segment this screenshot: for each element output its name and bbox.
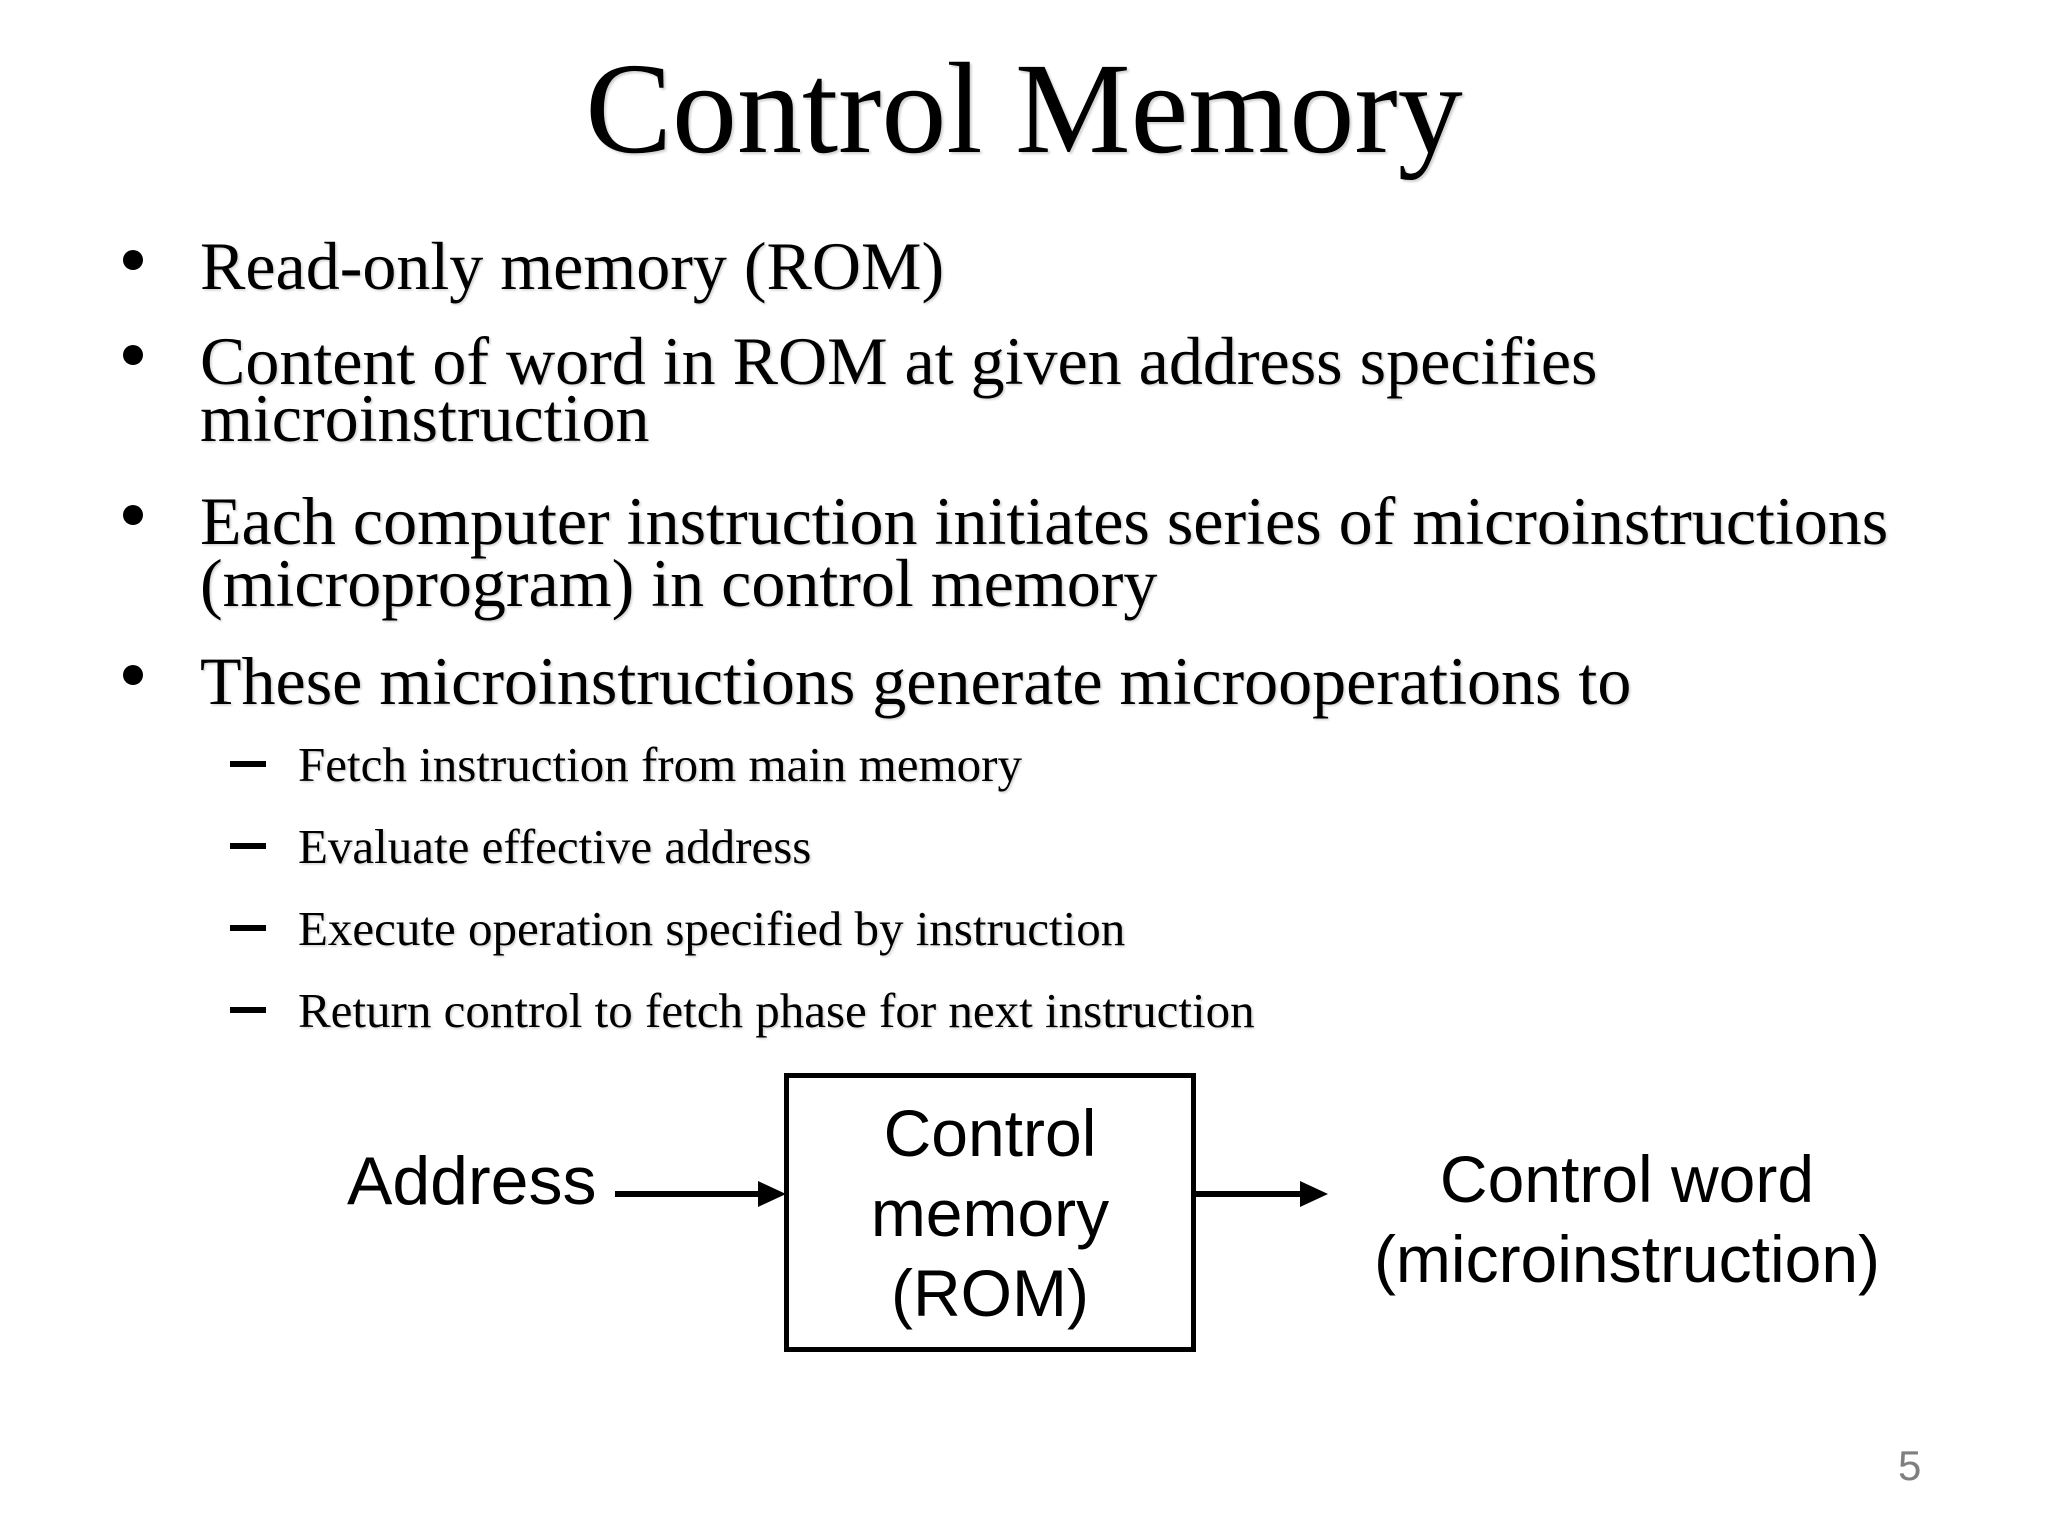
sub-bullet-line: Fetch instruction from main memory <box>298 737 1022 792</box>
address-arrow-line <box>615 1191 765 1197</box>
page-number: 5 <box>1898 1442 1922 1489</box>
diagram-address-label: Address <box>347 1143 597 1219</box>
sub-bullet-line: Execute operation specified by instructi… <box>298 901 1126 956</box>
bullet-dot <box>123 345 143 365</box>
slide-title: Control Memory <box>585 37 1463 181</box>
sub-bullet-line: Evaluate effective address <box>298 819 812 874</box>
sub-bullet-dash <box>230 1007 266 1013</box>
diagram-control-word-label: Control word (microinstruction) <box>1330 1139 1924 1299</box>
control-memory-box-line: memory <box>870 1175 1110 1250</box>
output-arrow-line <box>1196 1191 1302 1197</box>
bullet-line: Each computer instruction initiates seri… <box>200 483 1889 559</box>
control-word-line: (microinstruction) <box>1373 1222 1881 1296</box>
sub-bullet-dash <box>230 925 266 931</box>
bullet-dot <box>123 505 143 525</box>
control-memory-box-line: (ROM) <box>891 1255 1089 1330</box>
bullet-dot <box>123 665 143 685</box>
sub-bullet-line: Return control to fetch phase for next i… <box>298 983 1255 1038</box>
sub-bullet-dash <box>230 843 266 849</box>
bullet-line-continuation: microinstruction <box>200 380 650 456</box>
bullet-line: Content of word in ROM at given address … <box>200 323 1598 399</box>
bullet-line: Read-only memory (ROM) <box>200 228 945 304</box>
output-arrow-head-icon <box>1300 1181 1328 1207</box>
bullet-dot <box>123 250 143 270</box>
bullet-line: These microinstructions generate microop… <box>200 643 1632 719</box>
bullet-line-continuation: (microprogram) in control memory <box>200 545 1158 621</box>
control-word-line: Control word <box>1439 1142 1815 1216</box>
sub-bullet-dash <box>230 761 266 767</box>
control-memory-box: Control memory (ROM) <box>784 1073 1196 1352</box>
control-memory-box-line: Control <box>883 1095 1097 1170</box>
address-arrow-head-icon <box>758 1181 786 1207</box>
